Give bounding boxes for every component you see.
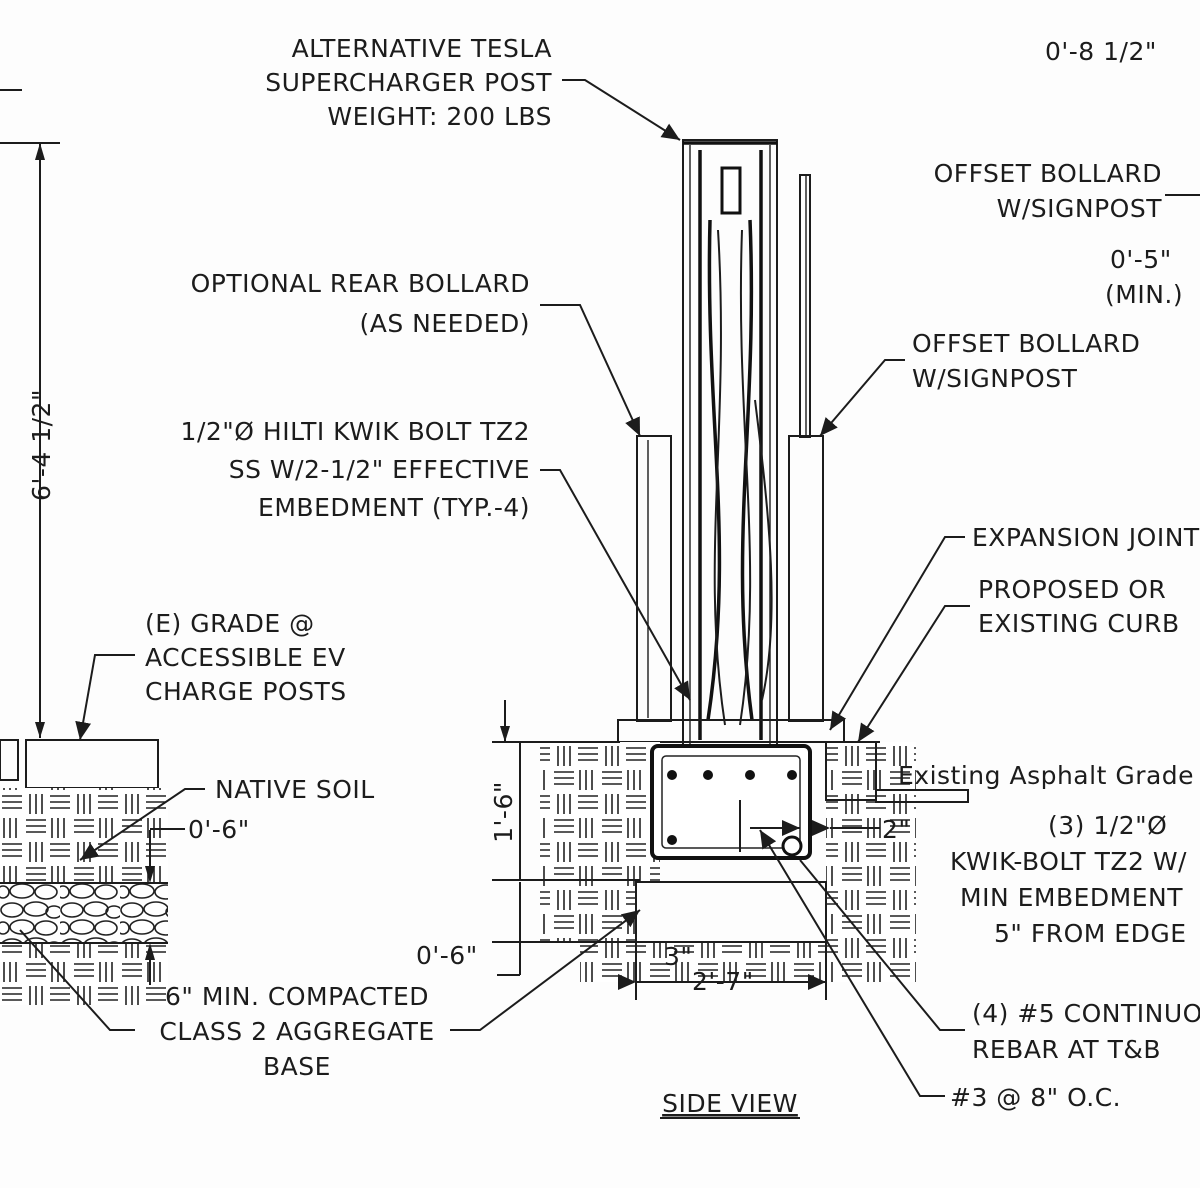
dim-2-inch: 2" <box>882 815 910 844</box>
existing-asphalt-label: Existing Asphalt Grade <box>898 761 1194 790</box>
dim-3-inch: 3" <box>664 942 692 971</box>
min-dimension-2: (MIN.) <box>1105 280 1183 309</box>
curb-label-1: PROPOSED OR <box>978 575 1166 604</box>
hilti-bolt-label-1: 1/2"Ø HILTI KWIK BOLT TZ2 <box>181 417 530 446</box>
tesla-post-label-1: ALTERNATIVE TESLA <box>292 34 552 63</box>
offset-bollard-label-1: OFFSET BOLLARD <box>912 329 1140 358</box>
dim-1-6: 1'-6" <box>489 781 518 843</box>
rear-bollard-label-2: (AS NEEDED) <box>359 309 530 338</box>
rear-bollard <box>636 435 672 722</box>
hilti-bolt-label-2: SS W/2-1/2" EFFECTIVE <box>229 455 530 484</box>
offset-bollard-top-label-2: W/SIGNPOST <box>997 194 1163 223</box>
offset-bollard-top-label-1: OFFSET BOLLARD <box>934 159 1162 188</box>
supercharger-post <box>682 139 778 746</box>
grade-label-3: CHARGE POSTS <box>145 677 347 706</box>
rebar-label-1: (4) #5 CONTINUOUS <box>972 999 1200 1028</box>
aggregate-label-2: CLASS 2 AGGREGATE <box>159 1017 434 1046</box>
leader-lines <box>19 79 1200 1097</box>
height-dimension: 6'-4 1/2" <box>27 389 56 501</box>
kwik-bolt-label-2: KWIK-BOLT TZ2 W/ <box>950 847 1187 876</box>
dim-2-7: 2'-7" <box>692 967 754 996</box>
base-plate <box>617 719 845 743</box>
center-foundation <box>492 700 969 1000</box>
dim-0-6-left: 0'-6" <box>188 815 250 844</box>
offset-bollard-label-2: W/SIGNPOST <box>912 364 1078 393</box>
aggregate-label-1: 6" MIN. COMPACTED <box>165 982 429 1011</box>
grade-label-2: ACCESSIBLE EV <box>145 643 346 672</box>
grade-label-1: (E) GRADE @ <box>145 609 315 638</box>
tesla-post-label-3: WEIGHT: 200 LBS <box>327 102 552 131</box>
view-title: SIDE VIEW <box>662 1089 798 1118</box>
offset-bollard <box>788 174 824 722</box>
tesla-post-label-2: SUPERCHARGER POST <box>265 68 552 97</box>
native-soil-label: NATIVE SOIL <box>215 775 375 804</box>
aggregate-label-3: BASE <box>263 1052 331 1081</box>
dim-0-6-bottom: 0'-6" <box>416 941 478 970</box>
left-partial-view <box>0 89 185 1005</box>
rebar-label-2: REBAR AT T&B <box>972 1035 1161 1064</box>
min-dimension-1: 0'-5" <box>1110 245 1172 274</box>
kwik-bolt-label-4: 5" FROM EDGE <box>994 919 1187 948</box>
hilti-bolt-label-3: EMBEDMENT (TYP.-4) <box>258 493 530 522</box>
expansion-joint-label: EXPANSION JOINT <box>972 523 1200 552</box>
kwik-bolt-label-1: (3) 1/2"Ø <box>1048 811 1167 840</box>
curb-label-2: EXISTING CURB <box>978 609 1180 638</box>
top-dimension: 0'-8 1/2" <box>1045 37 1157 66</box>
kwik-bolt-label-3: MIN EMBEDMENT <box>960 883 1183 912</box>
rear-bollard-label-1: OPTIONAL REAR BOLLARD <box>191 269 530 298</box>
stirrup-label: #3 @ 8" O.C. <box>950 1083 1121 1112</box>
